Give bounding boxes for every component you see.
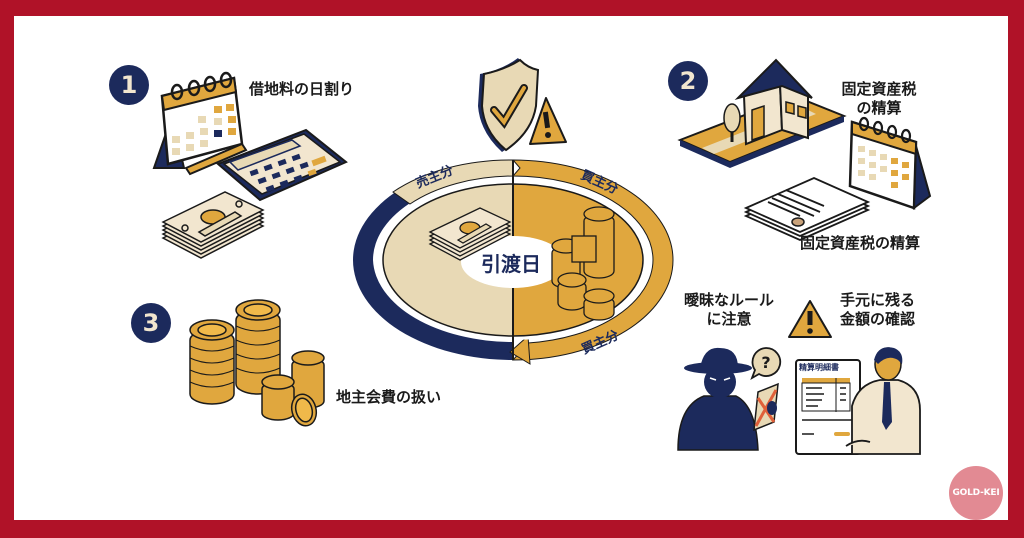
calendar-icon — [848, 116, 932, 211]
calculator-icon — [216, 128, 348, 202]
coin-stacks-icon — [189, 299, 325, 427]
section-2-label: 固定資産税 の精算 — [841, 80, 917, 117]
section-1-badge: 1 — [109, 65, 149, 105]
cash-stack-icon — [428, 207, 512, 261]
section-3-label: 地主会費の扱い — [336, 388, 442, 406]
section-3-badge: 3 — [131, 303, 171, 343]
section-2-badge: 2 — [668, 61, 708, 101]
settlement-cycle-diagram: 売主分 買主分 買主分 — [353, 159, 674, 365]
section-2-caption: 固定資産税の精算 — [800, 234, 921, 252]
question-bubble-icon: ? — [750, 347, 782, 381]
infographic-canvas: 1 借地料の日割り — [14, 16, 1008, 520]
warning-icon — [788, 300, 832, 338]
handover-date-title: 引渡日 — [481, 252, 541, 276]
section-1-label: 借地料の日割り — [249, 80, 355, 98]
document-icon — [743, 177, 871, 241]
gold-kei-logo: GOLD-KEI — [949, 466, 1003, 520]
statement-title: 精算明細書 — [799, 363, 839, 372]
check-remaining-amount-label: 手元に残る 金額の確認 — [840, 291, 916, 328]
ambiguous-rule-warning-label: 曖昧なルール に注意 — [683, 291, 774, 328]
calendar-icon — [152, 71, 248, 176]
shield-check-icon — [478, 58, 540, 152]
warning-icon — [529, 97, 567, 145]
house-icon — [677, 58, 847, 168]
suspicious-person-icon — [677, 347, 779, 451]
businessman-icon — [845, 347, 921, 455]
cash-stack-icon — [161, 191, 265, 259]
coin-stacks-icon — [551, 206, 615, 321]
svg-text:?: ? — [761, 353, 770, 372]
